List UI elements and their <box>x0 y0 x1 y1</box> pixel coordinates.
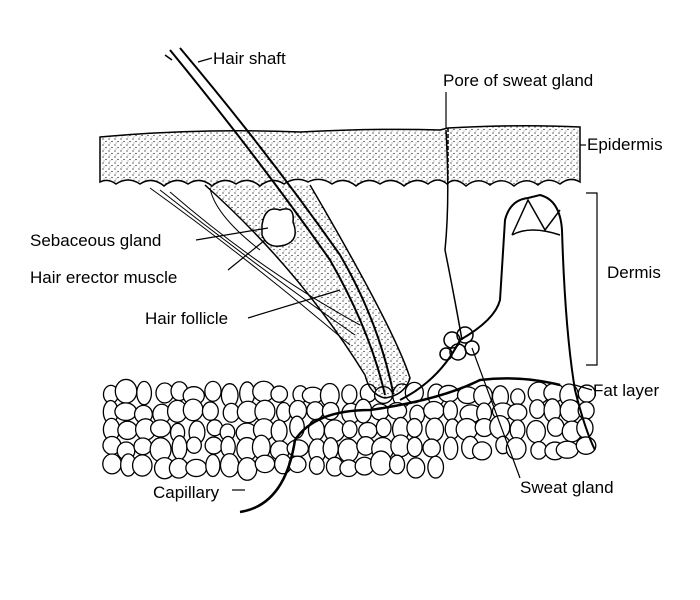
fat-cell <box>507 403 528 422</box>
fat-cell <box>427 455 445 479</box>
leader-lines <box>195 57 593 491</box>
fat-cell <box>489 414 511 440</box>
fat-cell <box>114 378 138 404</box>
fat-cell <box>526 419 547 444</box>
fat-cell <box>186 436 202 454</box>
label-sebaceous-gland: Sebaceous gland <box>30 231 162 250</box>
label-dermis: Dermis <box>607 263 661 282</box>
fat-cell <box>422 438 441 458</box>
fat-cell <box>219 452 240 478</box>
fat-cell <box>510 388 526 406</box>
dermis-bracket <box>586 192 598 366</box>
fat-cell <box>185 458 208 478</box>
fat-cell <box>270 419 288 443</box>
fat-cell <box>375 417 392 438</box>
fat-cell <box>204 380 222 402</box>
hair-follicle-shape <box>204 184 411 399</box>
fat-cell <box>149 419 172 438</box>
fat-cell <box>201 401 219 421</box>
label-hair-erector-muscle: Hair erector muscle <box>30 268 178 287</box>
fat-cell <box>182 398 204 422</box>
fat-cell <box>171 435 188 461</box>
fat-cell <box>337 438 359 463</box>
fat-cell <box>406 436 423 458</box>
fat-cell <box>308 455 325 475</box>
fat-cell <box>406 457 426 479</box>
dermal-papilla <box>399 193 596 451</box>
label-capillary: Capillary <box>153 483 220 502</box>
fat-cell <box>442 436 459 461</box>
fat-cell <box>237 456 258 481</box>
fat-cell <box>471 441 493 461</box>
fat-cell <box>509 419 526 441</box>
label-hair-follicle: Hair follicle <box>145 309 229 328</box>
sebaceous-gland-shape <box>261 208 296 247</box>
label-fat-layer: Fat layer <box>593 381 660 400</box>
fat-cell <box>289 415 305 439</box>
fat-cell <box>529 399 546 420</box>
fat-cell <box>114 402 138 422</box>
epidermis-layer <box>99 124 581 187</box>
fat-cell <box>205 453 221 478</box>
fat-cell <box>131 454 153 477</box>
fat-cell <box>117 420 138 441</box>
fat-cell <box>270 385 289 403</box>
fat-cell <box>423 400 445 421</box>
label-sweat-gland: Sweat gland <box>520 478 614 497</box>
fat-cell <box>369 450 393 476</box>
fat-layer <box>102 378 597 481</box>
fat-cell <box>442 400 459 422</box>
fat-cell <box>546 417 565 437</box>
fat-cell <box>136 380 153 406</box>
label-pore: Pore of sweat gland <box>443 71 594 90</box>
fat-cell <box>102 453 122 475</box>
fat-cell <box>555 440 579 459</box>
sweat-duct <box>444 129 463 341</box>
fat-cell <box>322 437 339 460</box>
label-epidermis: Epidermis <box>587 135 663 154</box>
fat-cell <box>307 418 325 442</box>
fat-cell <box>286 439 309 458</box>
fat-cell <box>406 417 423 438</box>
fat-cell <box>204 436 224 455</box>
fat-cell <box>576 417 594 439</box>
hair-shaft-shape <box>169 47 394 396</box>
erector-muscle-shape <box>149 187 361 346</box>
fat-cell <box>133 437 153 456</box>
fat-cell <box>425 417 445 442</box>
fat-cell <box>341 420 358 439</box>
fat-cell <box>306 401 325 421</box>
fat-cell <box>388 454 406 475</box>
fat-cell <box>341 384 358 405</box>
capillary-vessel <box>239 377 561 514</box>
fat-cell <box>254 454 276 474</box>
label-hair-shaft: Hair shaft <box>213 49 286 68</box>
